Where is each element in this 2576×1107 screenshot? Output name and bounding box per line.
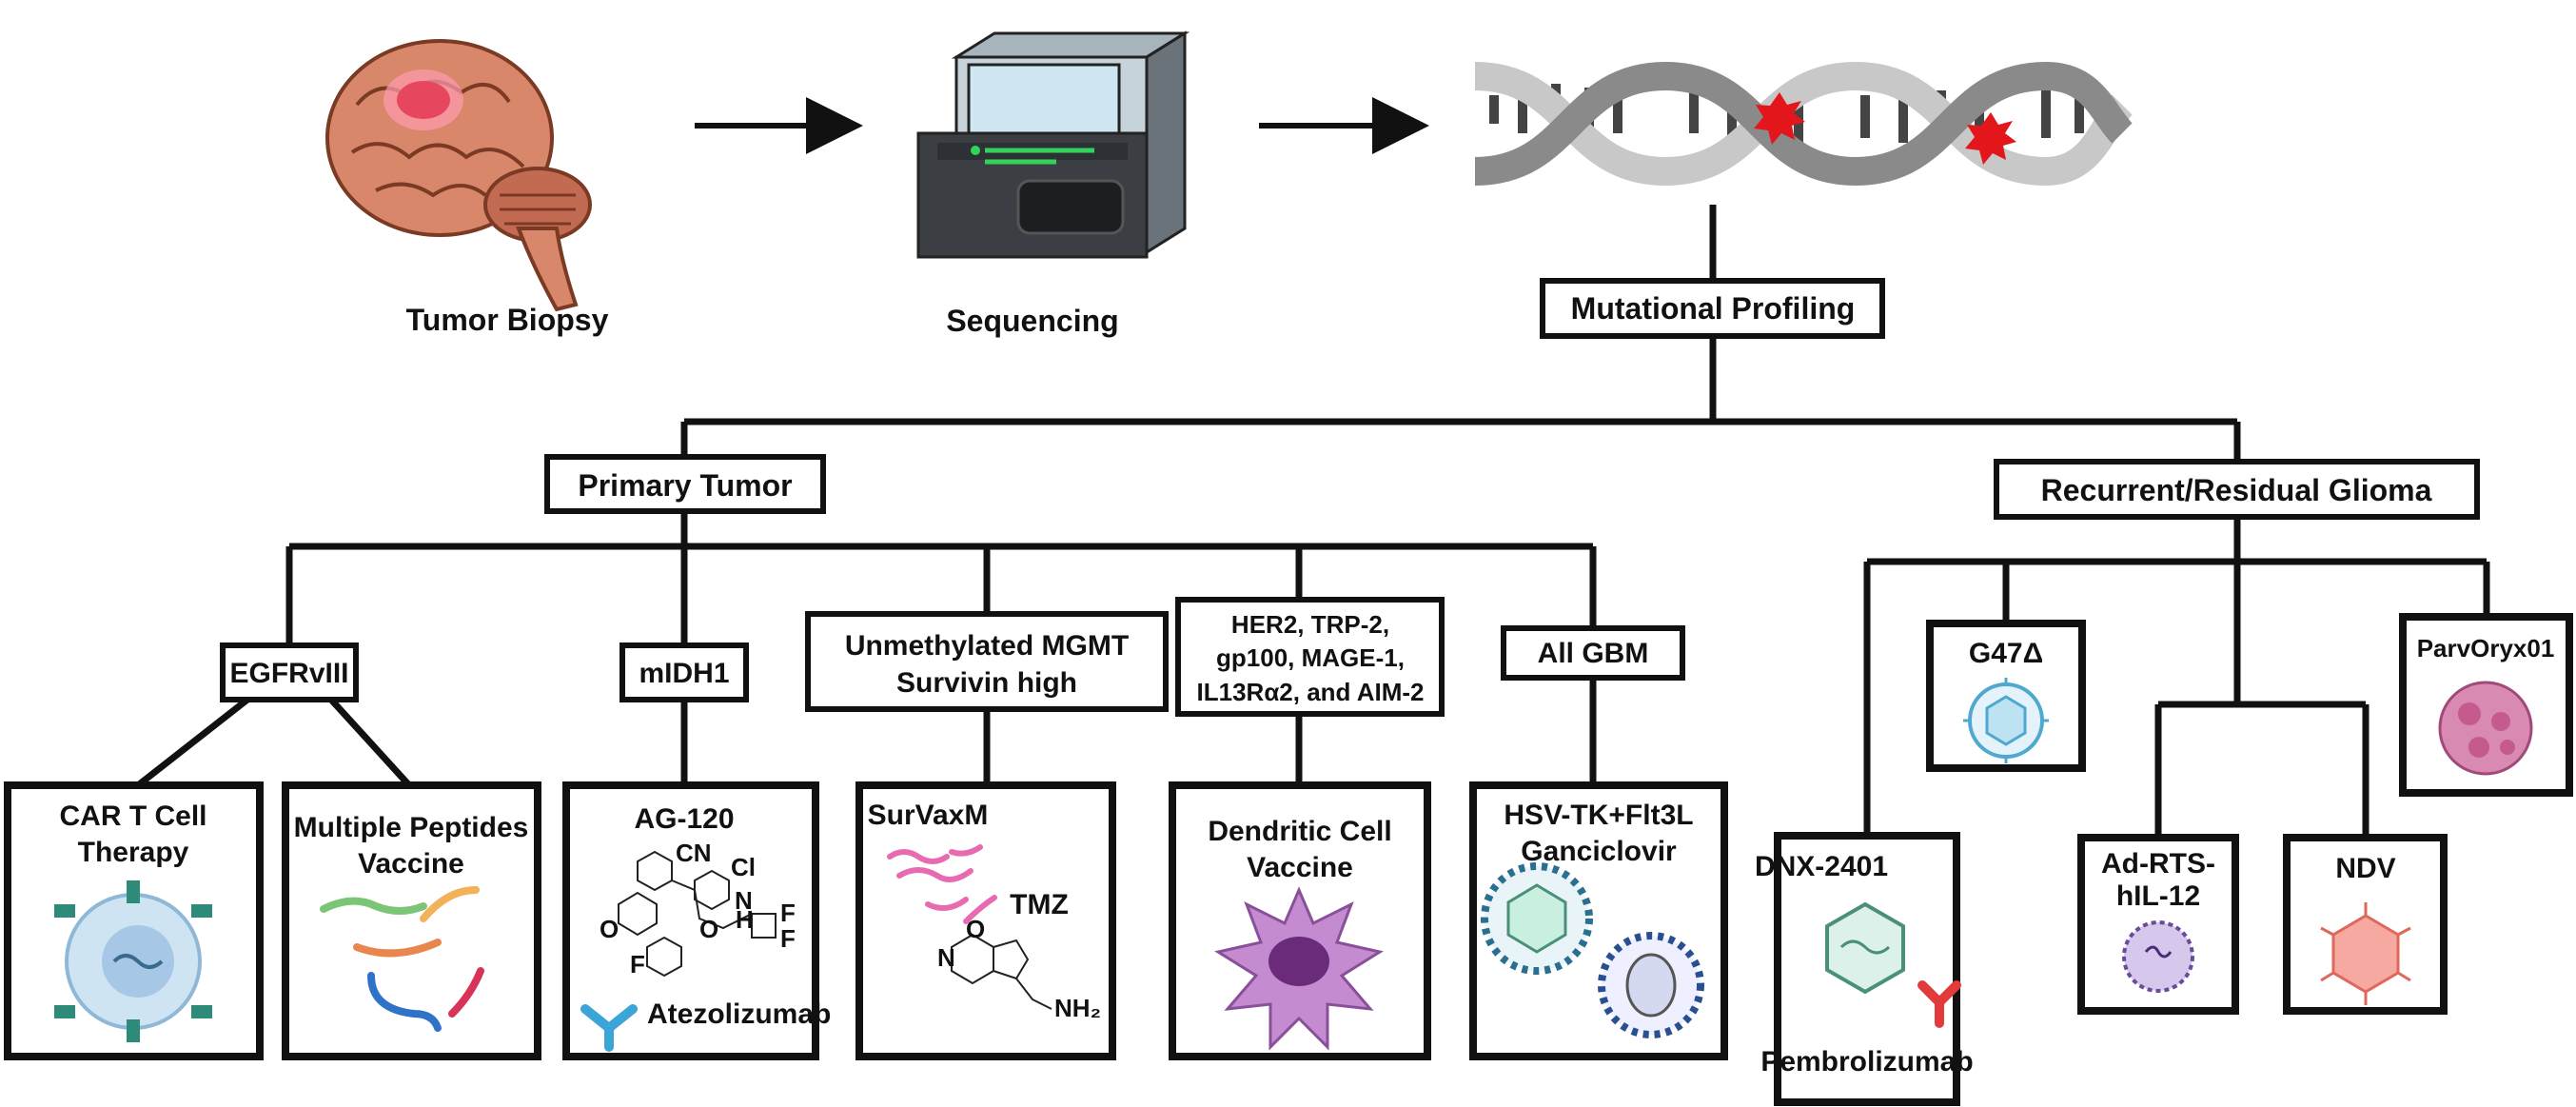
recurrent-glioma-box (1994, 459, 2480, 520)
midh1-label: mIDH1 (639, 658, 729, 689)
all-gbm-label: All GBM (1538, 638, 1649, 669)
antibody-icon (1917, 980, 1961, 1028)
antigens-label-line3: IL13Rα2, and AIM-2 (1197, 678, 1425, 706)
peptide-strands-icon (320, 886, 484, 1032)
chem-n-label: N (735, 886, 753, 915)
brain-icon (325, 39, 592, 312)
ndv-virus-icon (2320, 902, 2411, 1005)
survivin-peptides-icon (887, 844, 997, 924)
antigens-box (1175, 597, 1445, 717)
mgmt-box (805, 611, 1169, 712)
chem-cl-label: Cl (731, 853, 756, 881)
sequencing-label: Sequencing (946, 304, 1118, 338)
dna-helix-icon (1474, 61, 2134, 187)
mutation-star-icon (1965, 112, 2016, 165)
virus-icon (1598, 932, 1704, 1038)
branch-connectors (135, 336, 2490, 838)
egfrviii-label: EGFRvIII (229, 658, 348, 689)
hsv-tk-label-line1: HSV-TK+Flt3L (1504, 800, 1693, 831)
hsv-tk-label-line2: Ganciclovir (1521, 836, 1677, 867)
antigens-label-line2: gp100, MAGE-1, (1216, 643, 1405, 672)
chem-o-label-2: O (699, 915, 718, 943)
ndv-label: NDV (2335, 853, 2395, 884)
chem-f-label-3: F (630, 950, 645, 979)
chem-f-label-2: F (780, 924, 796, 953)
mutational-profiling-box (1540, 278, 1885, 339)
parvovirus-icon (2438, 681, 2533, 776)
mgmt-label-line1: Unmethylated MGMT (845, 630, 1129, 662)
pembrolizumab-label: Pembrolizumab (1760, 1046, 1973, 1077)
virus-icon (2122, 920, 2194, 993)
primary-tumor-box (544, 454, 826, 514)
car-t-label-line2: Therapy (78, 837, 189, 868)
ad-rts-label-line2: hIL-12 (2116, 880, 2200, 912)
egfrviii-box (220, 642, 359, 702)
tmz-nh2-label: NH₂ (1054, 994, 1101, 1022)
peptides-label-line1: Multiple Peptides (294, 812, 529, 843)
tmz-n-label: N (937, 943, 955, 972)
tmz-o-label: O (966, 915, 985, 943)
primary-tumor-label: Primary Tumor (578, 468, 792, 503)
sequencer-icon (916, 30, 1190, 259)
mutation-star-icon (1754, 92, 1805, 145)
ag120-label: AG-120 (634, 803, 734, 835)
t-cell-icon (54, 880, 212, 1042)
virus-icon (1481, 862, 1593, 975)
virus-icon (1963, 678, 2049, 763)
ag120-structure-icon (618, 850, 777, 978)
dendritic-label-line1: Dendritic Cell (1208, 816, 1391, 847)
tumor-biopsy-label: Tumor Biopsy (406, 303, 609, 337)
adenovirus-icon (1825, 901, 1905, 995)
recurrent-glioma-label: Recurrent/Residual Glioma (2041, 473, 2432, 507)
survaxm-box (855, 781, 1116, 1060)
dendritic-label-line2: Vaccine (1247, 852, 1353, 883)
antibody-icon (580, 1004, 638, 1052)
ag120-box (562, 781, 819, 1060)
ad-rts-label-line1: Ad-RTS- (2101, 848, 2215, 880)
all-gbm-box (1501, 625, 1685, 681)
chem-f-label-1: F (780, 899, 796, 927)
midh1-box (619, 642, 749, 702)
chem-h-label: H (736, 905, 754, 934)
g47-label: G47Δ (1969, 638, 2043, 669)
chem-cn-label: CN (676, 839, 712, 867)
tmz-label: TMZ (1010, 889, 1069, 920)
mgmt-label-line2: Survivin high (896, 667, 1077, 699)
antigens-label-line1: HER2, TRP-2, (1231, 610, 1389, 639)
car-t-label-line1: CAR T Cell (59, 801, 206, 832)
dendritic-cell-icon (1214, 886, 1384, 1051)
peptides-label-line2: Vaccine (358, 848, 464, 880)
tmz-structure-icon (951, 933, 1052, 1010)
mutational-profiling-label: Mutational Profiling (1571, 291, 1856, 326)
parvoryx-label: ParvOryx01 (2417, 634, 2555, 662)
atezolizumab-label: Atezolizumab (647, 998, 831, 1030)
chem-o-label: O (600, 915, 619, 943)
dnx-label: DNX-2401 (1755, 851, 1888, 882)
survaxm-label: SurVaxM (868, 800, 989, 831)
